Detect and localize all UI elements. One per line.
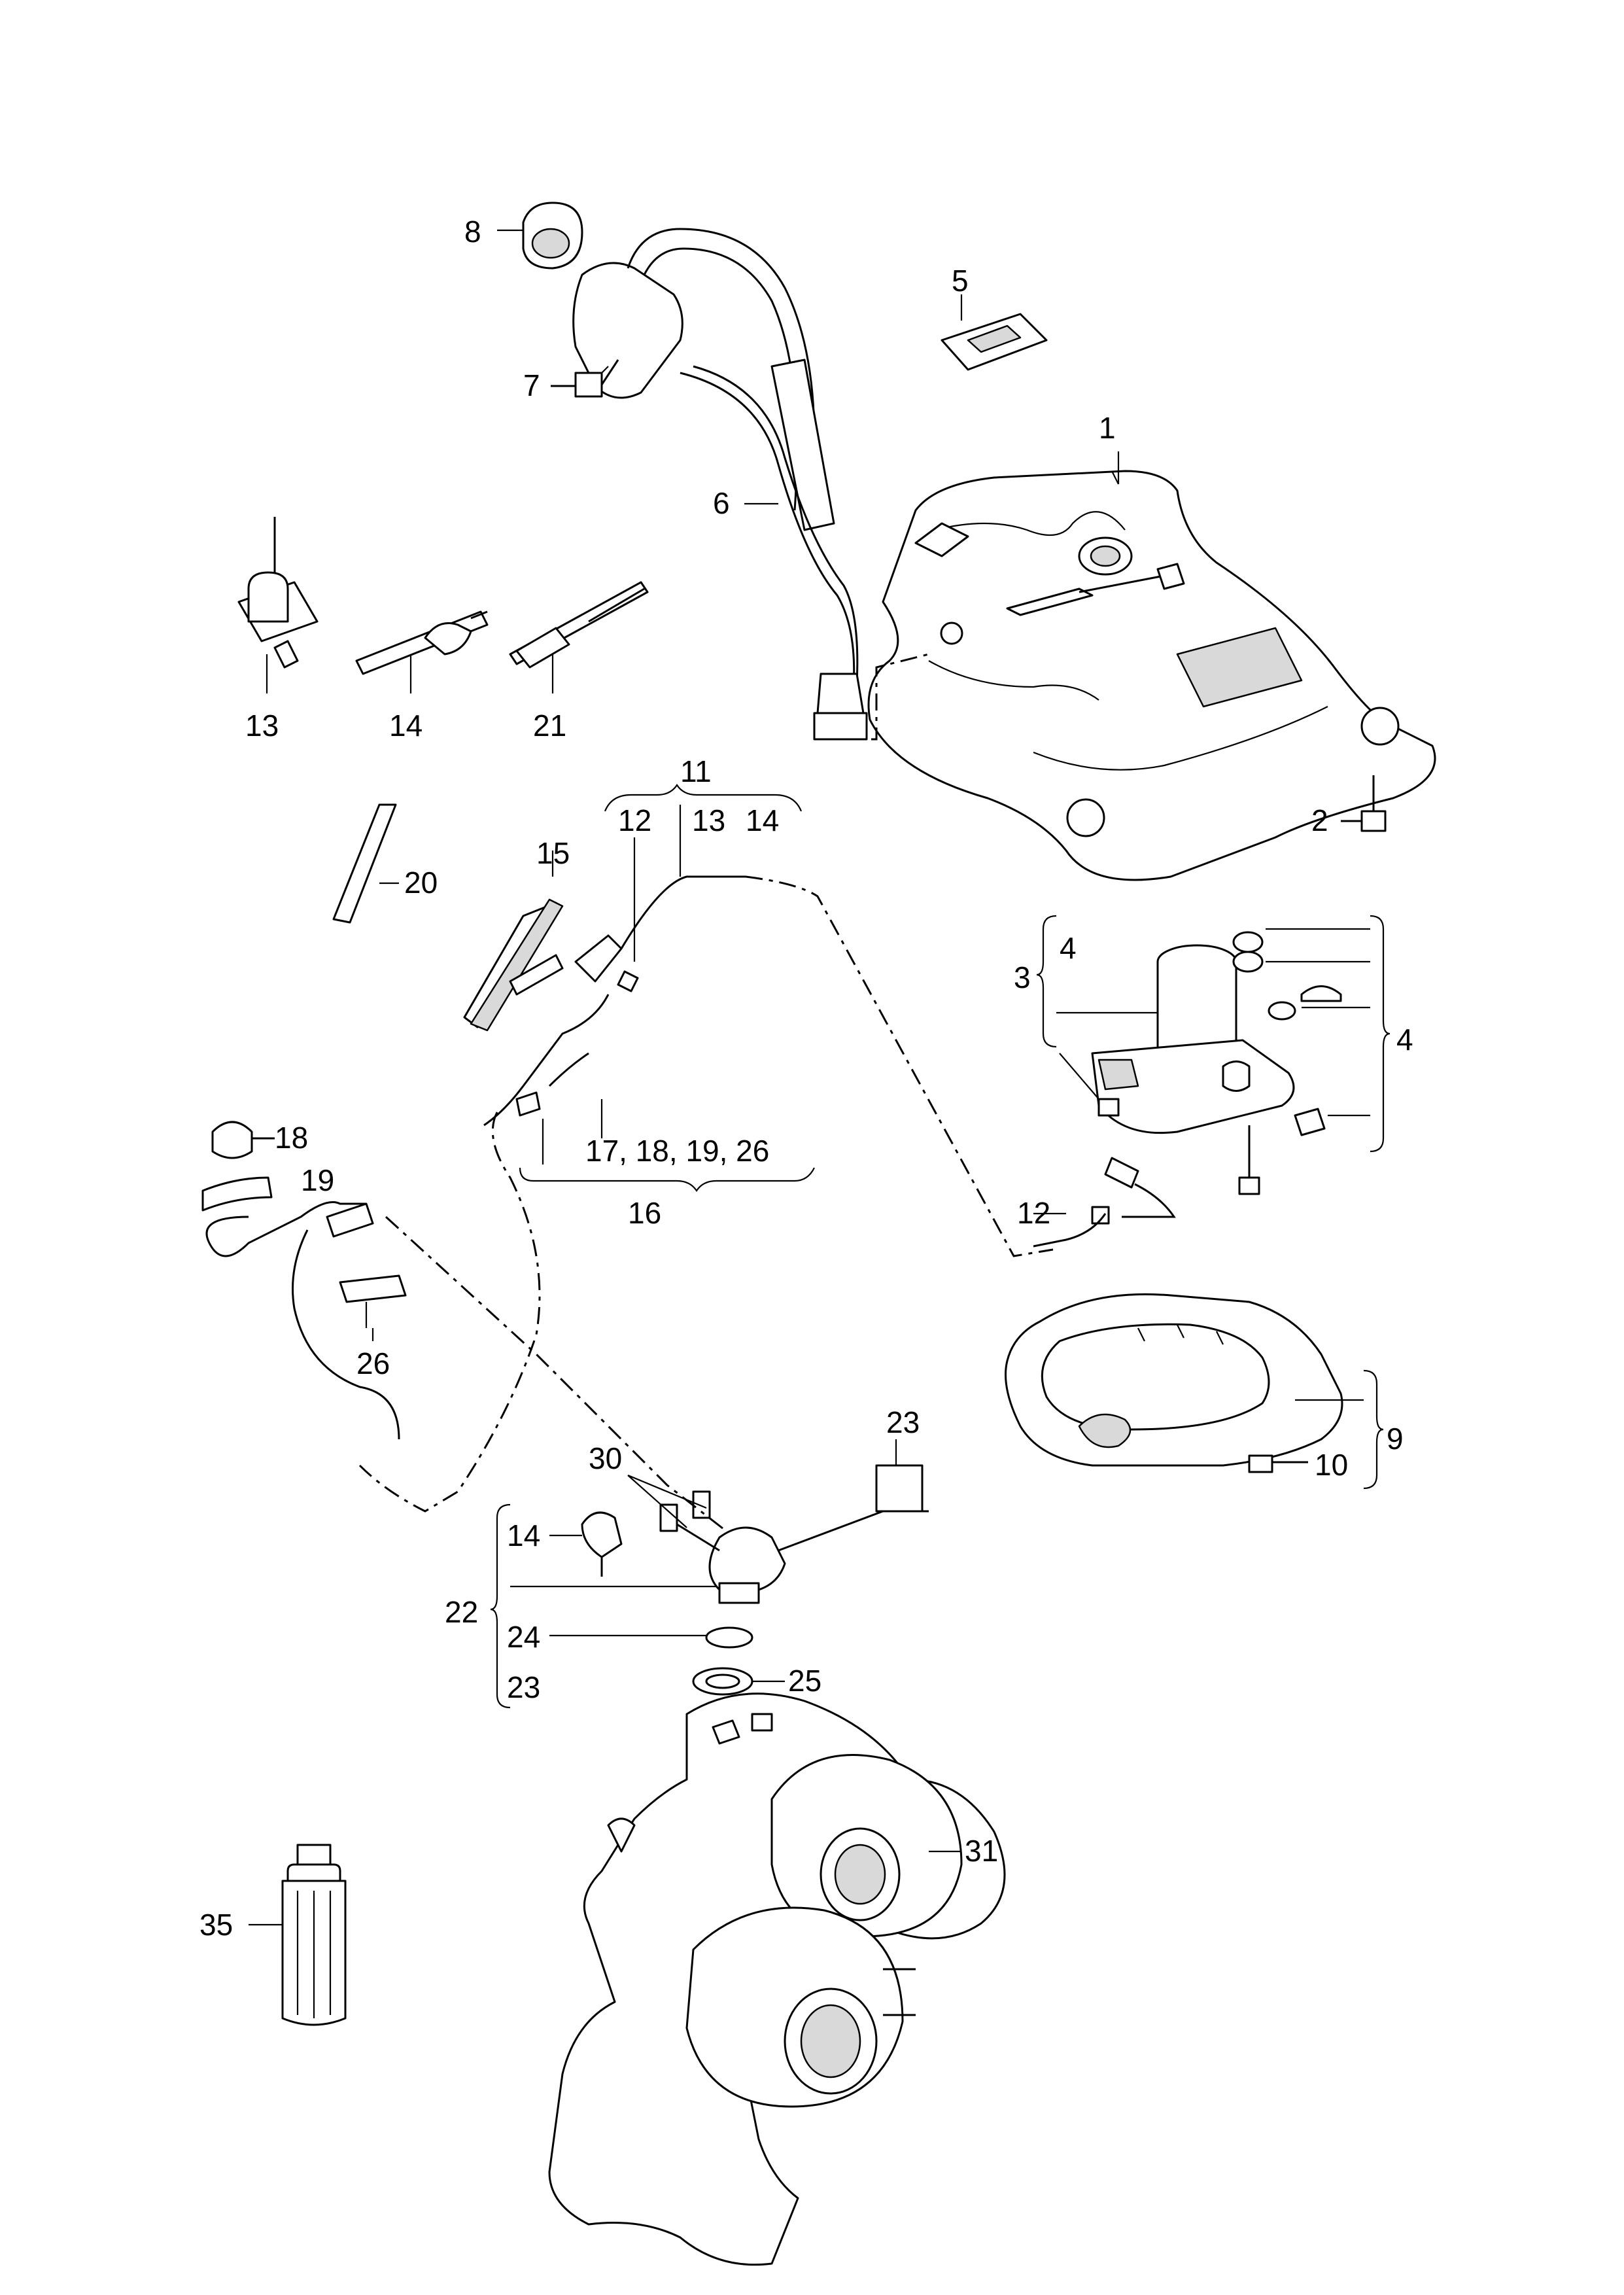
label-15: 15 bbox=[536, 836, 570, 870]
strip-20-part bbox=[332, 803, 397, 924]
connector-5-part bbox=[941, 294, 1048, 371]
label-25: 25 bbox=[788, 1664, 821, 1698]
filler-cap-part bbox=[497, 201, 583, 270]
label-5: 5 bbox=[952, 264, 969, 298]
cable-tie-14-part bbox=[355, 610, 489, 675]
sleeve-19-part bbox=[201, 1176, 273, 1212]
seal-24-part bbox=[705, 1626, 753, 1649]
label-12-top: 12 bbox=[618, 803, 651, 837]
label-17-18-19-26: 17, 18, 19, 26 bbox=[585, 1134, 769, 1168]
label-2: 2 bbox=[1311, 803, 1328, 837]
label-10: 10 bbox=[1315, 1448, 1348, 1482]
leader-lines bbox=[266, 451, 1120, 1537]
clip-18-part bbox=[211, 1121, 275, 1159]
bracket-line-9 bbox=[1363, 1369, 1384, 1490]
label-7: 7 bbox=[523, 368, 540, 402]
callout-labels: 1 2 3 4 4 5 6 7 8 9 10 11 12 13 14 13 14… bbox=[199, 215, 1413, 1942]
clip-14-lower-part bbox=[581, 1511, 623, 1577]
label-4b: 4 bbox=[1396, 1023, 1413, 1057]
dash-harness-lower bbox=[358, 1112, 541, 1513]
label-14-lower: 14 bbox=[507, 1518, 540, 1552]
dash-filler-tank bbox=[837, 653, 929, 741]
pump-assembly-3-part bbox=[1091, 931, 1342, 1195]
sensor-30-part bbox=[659, 1490, 720, 1552]
label-13-top: 13 bbox=[692, 803, 725, 837]
label-8: 8 bbox=[464, 215, 481, 249]
bolt-10-part bbox=[1248, 1454, 1308, 1473]
label-23-bottom: 23 bbox=[507, 1670, 540, 1704]
bracket-line-22 bbox=[490, 1503, 511, 1709]
guard-9-part bbox=[1005, 1293, 1343, 1467]
label-20: 20 bbox=[404, 866, 438, 900]
label-30: 30 bbox=[589, 1441, 622, 1475]
label-22: 22 bbox=[445, 1595, 478, 1629]
label-9: 9 bbox=[1387, 1422, 1404, 1456]
label-35: 35 bbox=[199, 1908, 233, 1942]
label-14-top: 14 bbox=[746, 803, 779, 837]
label-12-right: 12 bbox=[1017, 1196, 1050, 1230]
label-11: 11 bbox=[680, 754, 712, 788]
bolt-2-part bbox=[1341, 775, 1387, 832]
label-6: 6 bbox=[713, 486, 730, 520]
dash-harness-sensor23 bbox=[385, 1216, 727, 1532]
label-19: 19 bbox=[301, 1163, 334, 1197]
bottle-35-part bbox=[281, 1844, 347, 2026]
label-24: 24 bbox=[507, 1620, 540, 1654]
tank-part bbox=[867, 470, 1436, 881]
dash-harness-sensor12 bbox=[745, 875, 1054, 1257]
label-4a: 4 bbox=[1060, 931, 1077, 965]
label-31: 31 bbox=[965, 1834, 998, 1868]
bracket-15-part bbox=[463, 898, 564, 1032]
label-14: 14 bbox=[389, 709, 423, 743]
sensor-12-part bbox=[1033, 1157, 1176, 1248]
sensor-23-part bbox=[708, 1464, 929, 1604]
harness-16-part bbox=[205, 1201, 407, 1440]
bracket-lines-4 bbox=[1036, 915, 1391, 1153]
clip-13-part bbox=[237, 517, 319, 669]
ring-25-part bbox=[692, 1667, 753, 1696]
catalyst-31-part bbox=[548, 1692, 1006, 2266]
label-3: 3 bbox=[1014, 960, 1031, 994]
label-18: 18 bbox=[275, 1121, 308, 1155]
label-16: 16 bbox=[628, 1196, 661, 1230]
label-13: 13 bbox=[245, 709, 279, 743]
label-26: 26 bbox=[356, 1346, 390, 1380]
clip-21-part bbox=[509, 581, 649, 669]
wiring-harness-11-part bbox=[483, 875, 746, 1127]
label-21: 21 bbox=[533, 709, 566, 743]
filler-neck-part bbox=[572, 228, 868, 741]
label-23-top: 23 bbox=[886, 1405, 920, 1439]
label-1: 1 bbox=[1099, 411, 1116, 445]
screw-7-part bbox=[551, 359, 619, 398]
